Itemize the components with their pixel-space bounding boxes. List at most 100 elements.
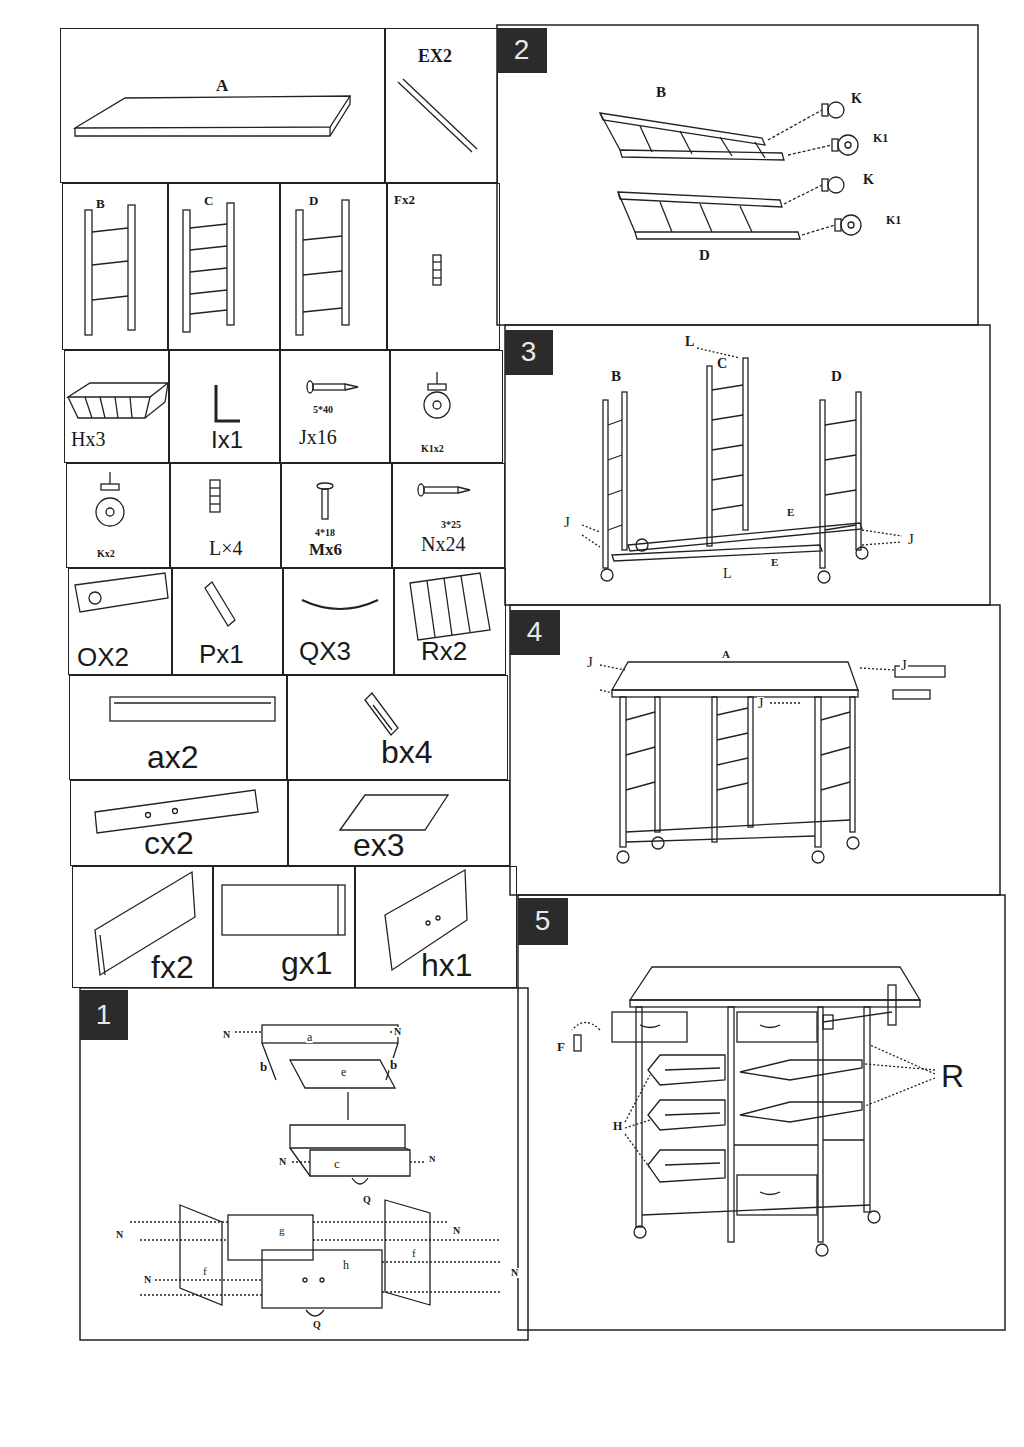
step-drawing: [743, 358, 748, 530]
callout-letter: a: [306, 1031, 313, 1043]
part-drawing: [296, 210, 303, 335]
step-drawing: [825, 420, 856, 425]
step-drawing: [832, 139, 838, 151]
part-drawing: [436, 372, 437, 384]
step-drawing: [228, 1215, 313, 1260]
part-cell: 4*18Mx6: [281, 463, 392, 568]
part-drawing: [68, 383, 168, 397]
step-drawing: [382, 1261, 500, 1262]
step-drawing: [717, 733, 748, 740]
part-drawing: [424, 487, 458, 493]
part-label: K1x2: [421, 444, 444, 454]
step-drawing: [290, 1125, 405, 1148]
callout-letter: N: [510, 1268, 519, 1278]
part-drawing: [100, 397, 105, 418]
step-drawing: [737, 1012, 817, 1042]
step-drawing: [821, 782, 850, 790]
step-drawing: [612, 662, 858, 690]
step-drawing: [612, 545, 822, 561]
callout-letter: b: [259, 1060, 268, 1073]
step-drawing: [740, 1060, 862, 1080]
part-drawing: [433, 255, 441, 285]
part-drawing: [101, 484, 119, 490]
step-drawing: [760, 1025, 780, 1028]
step-drawing: [405, 1148, 410, 1150]
part-label: bx4: [381, 736, 433, 768]
step-drawing: [665, 1113, 720, 1115]
part-drawing: [227, 203, 234, 325]
step-drawing: [652, 837, 664, 849]
step-drawing: [870, 1045, 935, 1074]
part-cell: QX3: [283, 568, 394, 675]
step-drawing: [847, 837, 859, 849]
part-drawing: [340, 795, 448, 830]
part-drawing: [461, 576, 470, 632]
step-drawing: [860, 668, 895, 670]
part-drawing: [337, 885, 338, 935]
step-drawing: [618, 192, 635, 232]
step-drawing: [734, 1144, 818, 1145]
step-drawing: [648, 1150, 725, 1182]
part-cell: Rx2: [394, 568, 506, 675]
step-drawing: [622, 392, 627, 550]
part-drawing: [130, 397, 132, 418]
step-drawing: [310, 1150, 410, 1176]
step-drawing: [728, 1007, 734, 1242]
part-cell: hx1: [355, 866, 517, 988]
part-label: 3*25: [441, 520, 461, 530]
part-label: Px1: [199, 641, 244, 667]
step-drawing: [812, 851, 824, 863]
part-drawing: [458, 487, 470, 493]
step-drawing: [700, 204, 712, 232]
step-drawing: [802, 225, 835, 235]
part-drawing: [109, 472, 110, 484]
callout-letter: D: [830, 369, 843, 384]
step-drawing: [640, 1025, 660, 1028]
step-drawing: [818, 571, 830, 583]
step-drawing: [821, 747, 850, 755]
step-drawing: [784, 185, 822, 204]
part-cell: cx2: [70, 780, 288, 866]
step-drawing: [625, 1134, 650, 1168]
callout-letter: h: [342, 1259, 350, 1271]
step-drawing: [574, 1035, 581, 1051]
callout-letter: H: [612, 1120, 623, 1132]
step-number-box: 5: [518, 898, 568, 945]
step-drawing: [634, 1226, 646, 1238]
step-number-box: 1: [80, 990, 128, 1040]
part-cell: D: [280, 183, 387, 350]
step-drawing: [815, 697, 821, 847]
step-drawing: [635, 232, 800, 239]
step-drawing: [410, 1161, 426, 1162]
step-drawing: [608, 490, 622, 495]
step-drawing: [828, 102, 844, 118]
step-drawing: [290, 1148, 310, 1176]
part-label: L×4: [209, 538, 243, 558]
step-drawing: [600, 690, 612, 693]
part-drawing: [410, 573, 490, 640]
step-drawing: [841, 215, 861, 235]
step-drawing: [582, 348, 902, 583]
step-number-box: 3: [505, 330, 553, 375]
callout-letter: K1: [885, 214, 902, 226]
part-label: Nx24: [421, 534, 465, 554]
part-label: Jx16: [299, 427, 337, 447]
part-drawing: [146, 813, 151, 818]
step-drawing: [856, 547, 868, 559]
part-drawing: [222, 885, 345, 935]
step-drawing: [636, 1007, 642, 1227]
part-drawing: [403, 79, 477, 149]
part-cell: ex3: [288, 780, 510, 866]
part-drawing: [303, 271, 342, 275]
step-drawing: [640, 126, 652, 152]
step-drawing: [313, 1221, 448, 1222]
part-label: 4*18: [315, 528, 335, 538]
part-drawing: [433, 269, 441, 270]
part-drawing: [210, 495, 220, 496]
callout-letter: L: [722, 567, 733, 581]
part-label: B: [96, 197, 105, 210]
part-drawing: [85, 397, 92, 418]
part-drawing: [75, 573, 168, 612]
step-drawing: [382, 1291, 500, 1292]
part-label: Mx6: [309, 541, 342, 558]
